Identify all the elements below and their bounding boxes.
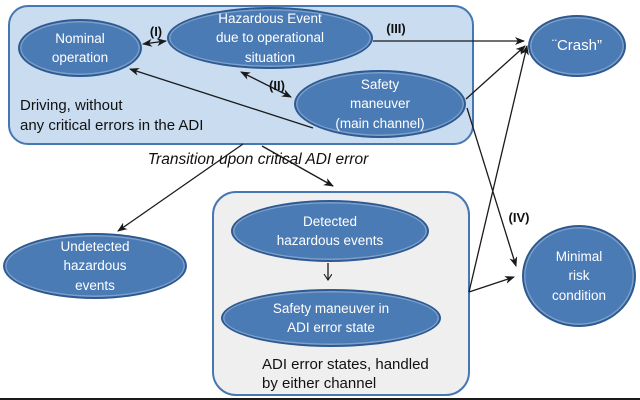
- driving-group-caption: Driving, without any critical errors in …: [20, 96, 203, 136]
- arrow-adi-error-group-to-minimal-risk: [468, 276, 515, 293]
- state-label-line: hazardous events: [276, 233, 384, 248]
- state-safety-maneuver-adi-error: Safety maneuver in ADI error state: [221, 289, 441, 347]
- state-label-line: events: [75, 277, 115, 293]
- state-label-line: Undetected: [60, 238, 130, 254]
- state-nominal-operation: Nominal operation: [18, 19, 142, 77]
- state-safety-maneuver-main: Safety maneuver (main channel): [294, 70, 466, 138]
- arrow-safety-main-to-crash: [465, 45, 526, 100]
- state-label-line: Minimal: [555, 248, 603, 264]
- caption-line: ADI error states, handled: [262, 356, 429, 373]
- transition-label-III: (III): [386, 21, 406, 36]
- state-crash: ¨Crash”: [528, 15, 626, 77]
- state-label-line: maneuver: [349, 96, 411, 112]
- state-label-line: risk: [568, 268, 590, 284]
- state-label-line: hazardous: [63, 258, 127, 274]
- state-label-line: Nominal: [55, 30, 105, 46]
- state-undetected-hazardous-events: Undetected hazardous events: [3, 233, 187, 299]
- arrow-adi-error-group-to-crash: [468, 45, 529, 293]
- arrow-safety-main-to-minimal-risk: [466, 107, 518, 267]
- state-label-line: Safety maneuver in: [272, 300, 390, 316]
- state-label-line: operation: [51, 50, 109, 65]
- arrow-hazardous-safety-main-bidirectional: [240, 71, 292, 98]
- state-label-line: due to operational: [215, 30, 325, 46]
- state-label-line: Safety: [360, 76, 400, 92]
- state-label-line: situation: [244, 49, 296, 65]
- transition-label-IV: (IV): [508, 210, 530, 225]
- state-label-line: ¨Crash”: [551, 37, 602, 55]
- arrow-driving-group-to-detected: [261, 145, 334, 187]
- arrow-safety-main-to-nominal: [129, 67, 314, 129]
- transition-label-I: (I): [149, 24, 163, 39]
- caption-line: Driving, without: [20, 97, 123, 114]
- state-minimal-risk-condition: Minimal risk condition: [522, 225, 636, 327]
- transition-label-II: (II): [269, 78, 285, 93]
- arrow-nominal-hazardous-bidirectional: [142, 38, 167, 47]
- state-label-line: (main channel): [335, 115, 425, 131]
- state-hazardous-event: Hazardous Event due to operational situa…: [167, 7, 373, 69]
- adi-error-group-caption: ADI error states, handled by either chan…: [262, 355, 429, 393]
- state-label-line: Hazardous Event: [218, 10, 322, 26]
- arrow-driving-group-to-undetected: [117, 143, 244, 232]
- state-label-line: Detected: [302, 213, 358, 229]
- critical-adi-error-note: Transition upon critical ADI error: [147, 151, 369, 168]
- state-detected-hazardous-events: Detected hazardous events: [231, 200, 429, 262]
- state-label-line: condition: [551, 287, 607, 303]
- caption-line: any critical errors in the ADI: [20, 117, 204, 134]
- caption-line: by either channel: [262, 375, 377, 392]
- state-label-line: ADI error state: [287, 320, 375, 335]
